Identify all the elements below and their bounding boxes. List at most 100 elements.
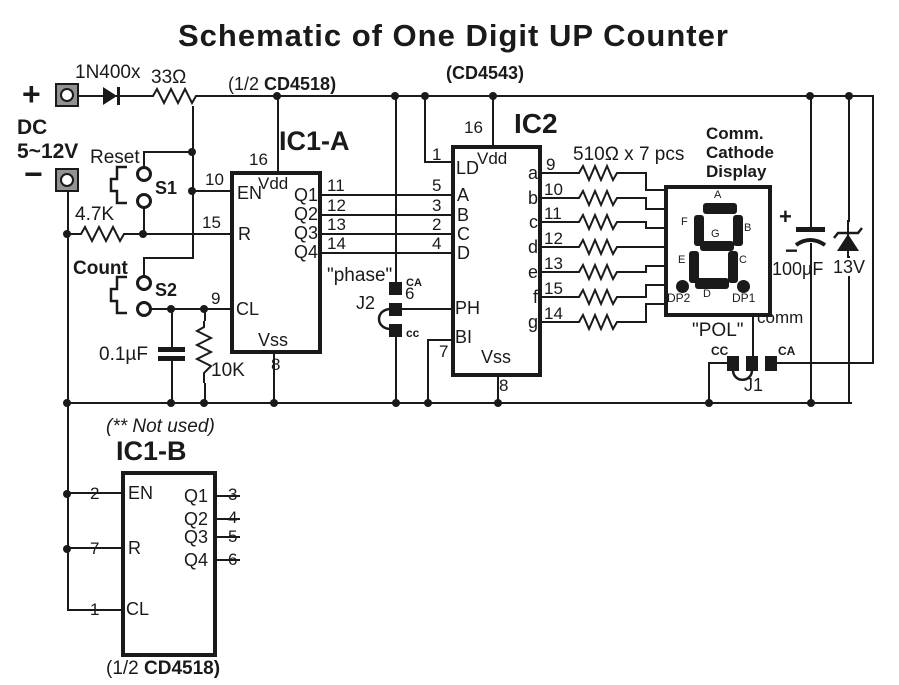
segment-g-bar bbox=[700, 241, 734, 251]
wire bbox=[143, 257, 194, 259]
dc-minus-terminal bbox=[55, 168, 79, 192]
wire bbox=[752, 314, 754, 358]
resistor-icon bbox=[194, 321, 214, 383]
wire bbox=[538, 172, 577, 174]
wire bbox=[848, 256, 850, 403]
ic1a-r: R bbox=[238, 224, 251, 244]
ic1a-pin10: 10 bbox=[205, 170, 224, 189]
dp2-dot bbox=[676, 280, 689, 293]
wire bbox=[320, 252, 455, 254]
display-title-3: Display bbox=[706, 162, 767, 181]
ic1b-q3: Q3 bbox=[184, 527, 209, 547]
wire bbox=[538, 221, 577, 223]
junction-dot bbox=[421, 92, 429, 100]
ic2-pin8: 8 bbox=[499, 376, 509, 395]
wire bbox=[204, 308, 206, 324]
wire bbox=[645, 284, 668, 286]
wire bbox=[645, 172, 647, 191]
junction-dot bbox=[705, 399, 713, 407]
ic2-pin7: 7 bbox=[439, 342, 449, 361]
wire bbox=[213, 559, 240, 561]
ic1b-r: R bbox=[128, 538, 141, 558]
junction-dot bbox=[188, 187, 196, 195]
ic2-a-in: A bbox=[457, 185, 470, 205]
terminal-hole-icon bbox=[60, 88, 74, 102]
junction-dot bbox=[188, 148, 196, 156]
j2-mid-pad bbox=[389, 303, 402, 316]
wire bbox=[538, 246, 577, 248]
wire bbox=[395, 95, 397, 285]
debounce-cap-label: 0.1µF bbox=[99, 344, 148, 365]
junction-dot bbox=[270, 399, 278, 407]
wire bbox=[492, 95, 494, 148]
s1-contact bbox=[136, 166, 152, 182]
wire bbox=[171, 308, 173, 348]
j2-label: J2 bbox=[356, 293, 376, 313]
ic2-out-c: c bbox=[529, 212, 538, 232]
junction-dot bbox=[391, 92, 399, 100]
wire bbox=[645, 265, 647, 273]
ic2-in2: 2 bbox=[432, 215, 442, 234]
display-title-1: Comm. bbox=[706, 124, 764, 143]
junction-dot bbox=[139, 230, 147, 238]
terminal-hole-icon bbox=[60, 173, 74, 187]
ic2-p14: 14 bbox=[544, 304, 563, 323]
clock-resistor-label: 10K bbox=[211, 360, 245, 381]
ic2-out-a: a bbox=[527, 163, 538, 183]
resistor-icon bbox=[575, 237, 621, 257]
wire bbox=[427, 339, 455, 341]
wire bbox=[538, 197, 577, 199]
j2-cc-label: cc bbox=[406, 326, 420, 340]
ic1b-cl: CL bbox=[126, 599, 150, 619]
part-prefix: (1/2 bbox=[106, 658, 145, 679]
ic1b-pin4: 4 bbox=[228, 508, 238, 527]
ic2-p13: 13 bbox=[544, 254, 563, 273]
resistor-icon bbox=[74, 224, 132, 244]
seg-c-label: C bbox=[739, 254, 747, 266]
junction-dot bbox=[167, 305, 175, 313]
ic1a-q4: Q4 bbox=[294, 242, 319, 262]
reset-label: Reset bbox=[90, 147, 140, 168]
seg-e-label: E bbox=[678, 254, 686, 266]
wire bbox=[402, 308, 455, 310]
ic2-c-in: C bbox=[457, 224, 470, 244]
ic2-ph: PH bbox=[455, 298, 481, 318]
wire bbox=[619, 221, 647, 223]
display-title-2: Cathode bbox=[706, 143, 774, 162]
wire bbox=[213, 536, 240, 538]
ic2-in4: 4 bbox=[432, 234, 442, 253]
wire bbox=[320, 194, 455, 196]
ic2-box bbox=[451, 145, 542, 377]
ic2-b-in: B bbox=[457, 205, 470, 225]
resistor-icon bbox=[575, 163, 621, 183]
dc-plus-terminal bbox=[55, 83, 79, 107]
wire bbox=[143, 206, 145, 235]
ic2-p9: 9 bbox=[546, 155, 556, 174]
wire bbox=[872, 95, 874, 364]
wire bbox=[427, 339, 429, 404]
junction-dot bbox=[489, 92, 497, 100]
dp2-label: DP2 bbox=[667, 291, 691, 305]
ic1b-en: EN bbox=[128, 483, 154, 503]
wire bbox=[538, 271, 577, 273]
wire bbox=[67, 547, 125, 549]
wire bbox=[538, 296, 577, 298]
ic2-out-e: e bbox=[527, 262, 538, 282]
seg-f-label: F bbox=[681, 216, 688, 228]
wire bbox=[192, 190, 234, 192]
j1-cc-label: CC bbox=[711, 344, 729, 358]
diode-label: 1N400x bbox=[75, 62, 141, 83]
wire bbox=[619, 246, 647, 248]
ic2-out-b: b bbox=[527, 188, 538, 208]
wire bbox=[143, 151, 194, 153]
junction-dot bbox=[807, 399, 815, 407]
ic2-bi: BI bbox=[455, 327, 473, 347]
capacitor-plate bbox=[796, 227, 825, 232]
ic2-name: IC2 bbox=[514, 108, 558, 139]
ic1a-box bbox=[230, 171, 322, 354]
ic1b-name: IC1-B bbox=[116, 436, 187, 466]
resistor-icon bbox=[146, 86, 204, 106]
s1-contact bbox=[136, 193, 152, 209]
ic2-ld: LD bbox=[456, 158, 480, 178]
ic2-part-label: (CD4543) bbox=[446, 63, 525, 83]
